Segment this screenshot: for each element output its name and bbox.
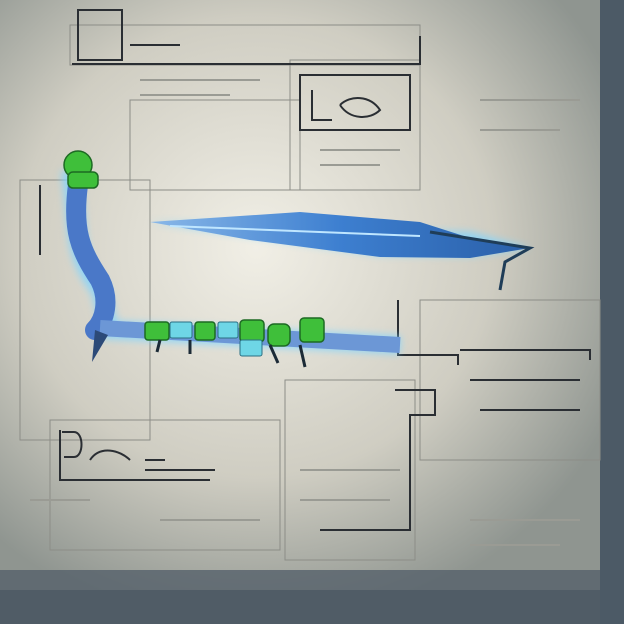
blueprint-linework (39, 9, 591, 531)
serpent-body (63, 150, 401, 368)
serpent-sword-blade (150, 212, 535, 291)
faint-text-lines (30, 79, 580, 546)
